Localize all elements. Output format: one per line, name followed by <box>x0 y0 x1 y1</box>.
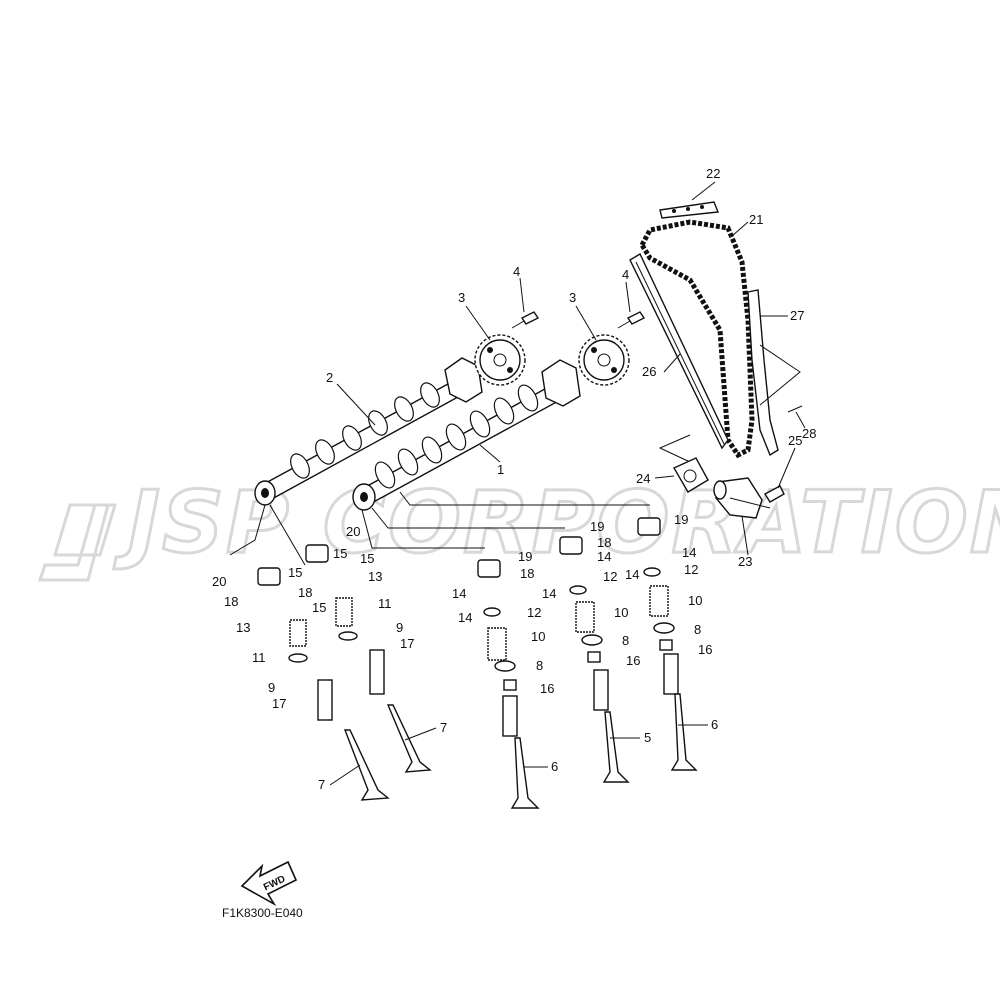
callout-10b: 10 <box>614 605 628 620</box>
callout-3a: 3 <box>458 290 465 305</box>
callout-26: 26 <box>642 364 656 379</box>
callout-15d: 15 <box>360 551 374 566</box>
callout-27: 27 <box>790 308 804 323</box>
callout-19b: 19 <box>590 519 604 534</box>
callout-18c: 18 <box>520 566 534 581</box>
callout-15a: 15 <box>288 565 302 580</box>
tensioner-arm <box>747 289 779 457</box>
callout-15c: 15 <box>333 546 347 561</box>
callout-16c: 16 <box>698 642 712 657</box>
callout-21: 21 <box>749 212 763 227</box>
watermark-text: JSP CORPORATION <box>113 473 1000 573</box>
callout-16b: 16 <box>626 653 640 668</box>
callout-8b: 8 <box>622 633 629 648</box>
callout-7b: 7 <box>440 720 447 735</box>
diagram-code: F1K8300-E040 <box>222 906 303 920</box>
cam-sprocket-left <box>474 334 526 386</box>
leader-lines <box>329 181 806 786</box>
callout-20a: 20 <box>212 574 226 589</box>
callout-1: 1 <box>497 462 504 477</box>
camshaft-1 <box>352 359 581 511</box>
callout-14a: 14 <box>452 586 466 601</box>
callout-24: 24 <box>636 471 650 486</box>
callout-9a: 9 <box>268 680 275 695</box>
callout-28: 28 <box>802 426 816 441</box>
callout-labels: 1 2 3 3 4 4 5 6 6 7 7 8 8 8 9 9 10 10 10… <box>212 166 816 792</box>
callout-14b: 14 <box>458 610 472 625</box>
callout-6a: 6 <box>551 759 558 774</box>
callout-11a: 11 <box>252 650 266 665</box>
pin <box>787 405 803 413</box>
callout-8c: 8 <box>694 622 701 637</box>
callout-6b: 6 <box>711 717 718 732</box>
timing-chain <box>639 219 755 459</box>
callout-22: 22 <box>706 166 720 181</box>
callout-14c: 14 <box>597 549 611 564</box>
callout-23: 23 <box>738 554 752 569</box>
callout-19c: 19 <box>674 512 688 527</box>
camshaft-2 <box>254 357 483 506</box>
callout-14d: 14 <box>542 586 556 601</box>
callout-20b: 20 <box>346 524 360 539</box>
callout-18a: 18 <box>224 594 238 609</box>
callout-12a: 12 <box>527 605 541 620</box>
callout-7a: 7 <box>318 777 325 792</box>
callout-13b: 13 <box>368 569 382 584</box>
callout-12c: 12 <box>684 562 698 577</box>
callout-17a: 17 <box>272 696 286 711</box>
callout-5: 5 <box>644 730 651 745</box>
callout-14f: 14 <box>625 567 639 582</box>
sprocket-bolt-right <box>617 311 646 329</box>
callout-17b: 17 <box>400 636 414 651</box>
callout-14e: 14 <box>682 545 696 560</box>
callout-16a: 16 <box>540 681 554 696</box>
cam-sprocket-right <box>578 334 630 386</box>
callout-4b: 4 <box>622 267 629 282</box>
callout-10a: 10 <box>531 629 545 644</box>
callout-9b: 9 <box>396 620 403 635</box>
callout-12b: 12 <box>603 569 617 584</box>
callout-18d: 18 <box>597 535 611 550</box>
tensioner-bolt <box>764 485 785 503</box>
fwd-arrow: FWD <box>240 860 298 907</box>
lifters <box>257 517 661 586</box>
callout-11b: 11 <box>378 596 392 611</box>
callout-13a: 13 <box>236 620 250 635</box>
callout-4a: 4 <box>513 264 520 279</box>
callout-3b: 3 <box>569 290 576 305</box>
callout-8a: 8 <box>536 658 543 673</box>
callout-15b: 15 <box>312 600 326 615</box>
callout-10c: 10 <box>688 593 702 608</box>
callout-25: 25 <box>788 433 802 448</box>
callout-19a: 19 <box>518 549 532 564</box>
callout-18b: 18 <box>298 585 312 600</box>
sprocket-bolt-left <box>511 311 540 329</box>
valve-assemblies <box>288 567 698 809</box>
tensioner-gasket <box>673 457 709 493</box>
cam-chain-tensioner <box>713 477 771 519</box>
callout-2: 2 <box>326 370 333 385</box>
